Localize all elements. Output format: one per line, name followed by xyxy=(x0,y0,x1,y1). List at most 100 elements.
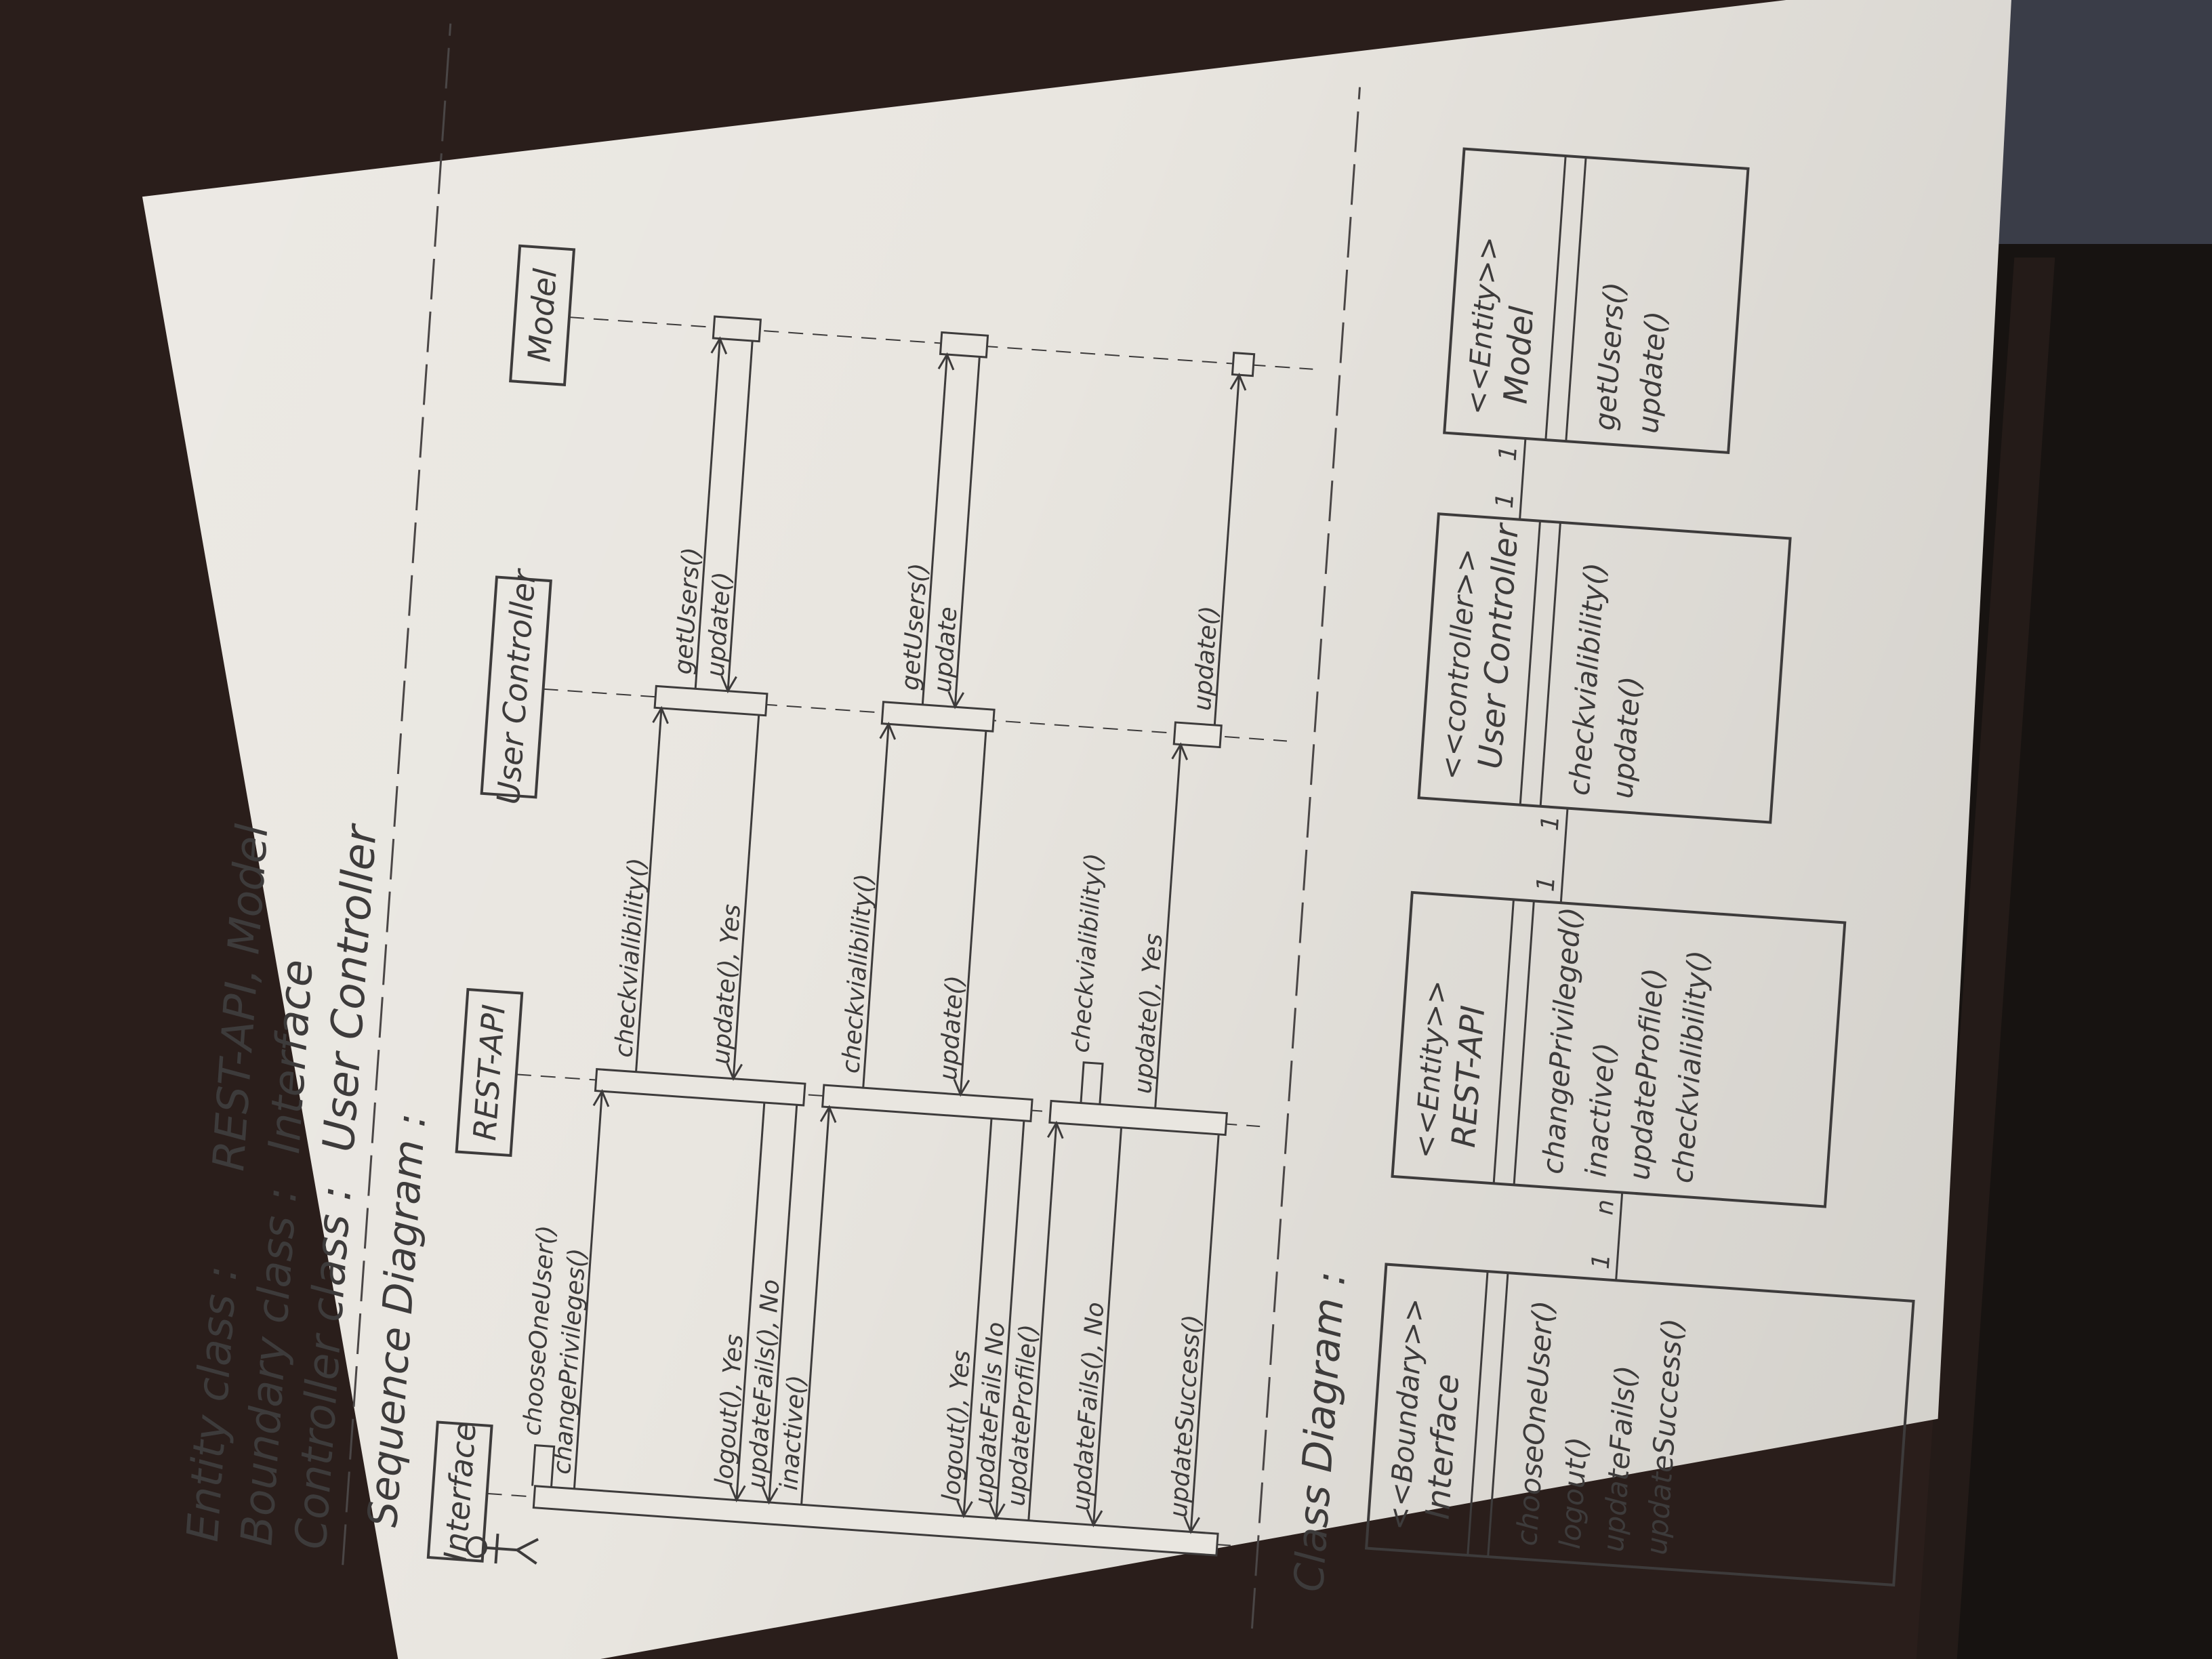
activation-bar xyxy=(653,684,769,717)
activation-bar xyxy=(1048,1099,1229,1136)
message-label: updateSuccess() xyxy=(1165,1314,1207,1519)
activation-bar xyxy=(939,331,989,359)
class-box xyxy=(1443,147,1750,454)
class-method: inactive() xyxy=(1579,1042,1622,1179)
method-divider xyxy=(1487,1273,1509,1557)
message-arrow xyxy=(954,356,981,708)
message-arrow xyxy=(995,1120,1025,1519)
class-method: logout() xyxy=(1553,1436,1594,1551)
activation-bar xyxy=(880,701,996,733)
method-divider xyxy=(1513,901,1535,1185)
class-method: chooseOneUser() xyxy=(1510,1299,1560,1547)
section-separator xyxy=(1250,87,1361,1629)
message-arrow xyxy=(959,731,987,1095)
message-arrow xyxy=(635,708,663,1072)
arrowhead xyxy=(720,675,737,694)
header-separator xyxy=(342,23,452,1565)
arrowhead xyxy=(1046,1120,1064,1139)
arrowhead xyxy=(879,722,897,740)
class-method: checkvialibility() xyxy=(1666,949,1715,1185)
multiplicity-label: 1 xyxy=(1532,875,1560,893)
message-arrow xyxy=(1027,1122,1058,1521)
arrowhead xyxy=(1229,372,1247,391)
arrowhead xyxy=(1171,742,1189,760)
class-method: update() xyxy=(1605,675,1647,800)
message-label: updateFails(), No xyxy=(1067,1301,1109,1511)
lifeline-label-3: Model xyxy=(520,267,564,363)
arrowhead xyxy=(726,1063,743,1082)
activation-bar xyxy=(712,315,762,343)
class-method: updateProfile() xyxy=(1622,967,1671,1181)
message-arrow xyxy=(862,724,890,1088)
attribute-divider xyxy=(1492,899,1515,1184)
message-arrow xyxy=(962,1118,993,1517)
activation-bar xyxy=(532,1485,1219,1557)
message-label: logout(), Yes xyxy=(937,1349,976,1502)
arrowhead xyxy=(956,1500,973,1519)
class-method: updateFails() xyxy=(1597,1364,1643,1553)
class-box xyxy=(1364,1263,1915,1587)
message-label: checkvialibility() xyxy=(610,857,651,1058)
message-arrow xyxy=(768,1105,798,1502)
lifeline-label-1: REST-API xyxy=(466,1003,512,1141)
message-label: update() xyxy=(702,571,737,677)
message-arrow xyxy=(1092,1127,1123,1525)
arrowhead xyxy=(989,1502,1006,1521)
arrowhead xyxy=(1183,1516,1200,1534)
association-line xyxy=(1559,808,1569,903)
activation-bar xyxy=(594,1068,806,1107)
arrowhead xyxy=(953,1078,970,1097)
message-label: update(), Yes xyxy=(1129,933,1168,1094)
message-label: update() xyxy=(935,975,970,1081)
message-label: inactive() xyxy=(775,1374,811,1492)
multiplicity-label: 1 xyxy=(1494,445,1523,462)
arrowhead xyxy=(819,1105,837,1123)
class-diagram-title: Class Diagram : xyxy=(1286,1270,1355,1594)
class-name: Model xyxy=(1497,304,1542,405)
class-name: Interface xyxy=(1418,1372,1467,1520)
paper-lighting xyxy=(142,0,2013,1659)
handwritten-notes: Entity class : REST-API, Model Boundary … xyxy=(156,0,2212,1659)
message-label: checkvialibility() xyxy=(1067,852,1108,1053)
arrowhead xyxy=(710,336,728,354)
self-message-arrow xyxy=(1080,1061,1104,1105)
message-arrow xyxy=(573,1091,603,1489)
message-arrow xyxy=(1154,744,1182,1109)
lifeline-label-0: Interface xyxy=(437,1420,483,1562)
class-name: REST-API xyxy=(1445,1004,1493,1149)
class-method: update() xyxy=(1631,310,1673,434)
arrowhead xyxy=(729,1484,746,1502)
class-method: getUsers() xyxy=(1588,281,1631,431)
paper-sheet xyxy=(142,0,2013,1659)
message-arrow xyxy=(1213,375,1240,726)
attribute-divider xyxy=(1544,155,1567,441)
message-label: update(), Yes xyxy=(708,903,746,1065)
lifeline-box-1 xyxy=(455,987,524,1158)
message-arrow xyxy=(800,1107,831,1505)
message-label: logout(), Yes xyxy=(710,1334,749,1487)
attribute-divider xyxy=(1519,520,1541,805)
message-arrow xyxy=(694,338,721,689)
stick-figure-icon xyxy=(466,1533,539,1565)
arrowhead xyxy=(652,705,669,724)
message-label: checkvialibility() xyxy=(837,873,878,1074)
class-box xyxy=(1417,512,1792,824)
message-label: update xyxy=(929,606,963,693)
activation-bar xyxy=(1231,352,1256,377)
arrowhead xyxy=(937,352,955,371)
message-arrow xyxy=(732,714,760,1079)
message-arrow xyxy=(726,340,754,691)
method-divider xyxy=(1565,157,1587,442)
arrowhead xyxy=(592,1088,610,1107)
message-label: getUsers() xyxy=(897,562,933,691)
class-method: changePrivileged() xyxy=(1536,906,1587,1175)
self-message-arrow xyxy=(531,1444,556,1488)
arrowhead xyxy=(947,691,965,710)
message-arrow xyxy=(1189,1134,1220,1532)
message-label: getUsers() xyxy=(670,546,706,675)
association-line xyxy=(1615,1192,1624,1281)
multiplicity-label: 1 xyxy=(1587,1252,1616,1270)
activation-bar xyxy=(1172,721,1223,749)
